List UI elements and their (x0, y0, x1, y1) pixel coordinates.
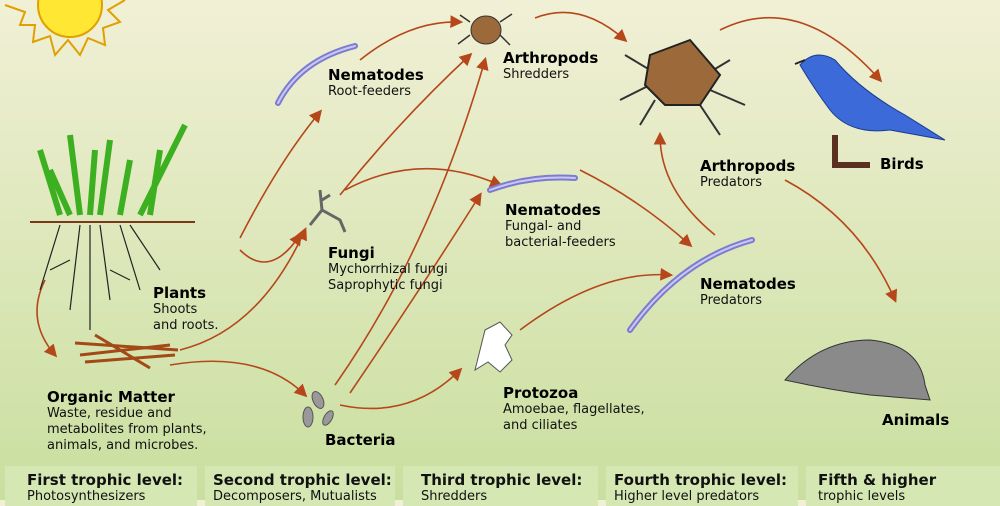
protozoa-icon (474, 321, 513, 373)
label-bacteria: Bacteria (325, 431, 396, 449)
trophic-levels-bar: First trophic level:Photosynthesizers Se… (0, 462, 1000, 506)
trophic-level-1: First trophic level:Photosynthesizers (5, 466, 197, 506)
arthropod-shredder-icon (457, 13, 513, 46)
energy-arrows (36, 11, 898, 410)
sun-icon (4, 0, 126, 58)
arthropod-predator-icon (619, 38, 746, 136)
trophic-level-4: Fourth trophic level:Higher level predat… (606, 466, 798, 506)
plants-illustration (30, 123, 195, 330)
organic-matter-illustration (74, 333, 179, 370)
label-birds: Birds (880, 155, 924, 173)
fungi-icon (308, 189, 347, 233)
trophic-level-3: Third trophic level:Shredders (403, 466, 598, 506)
trophic-level-2: Second trophic level:Decomposers, Mutual… (205, 466, 395, 506)
bird-icon (794, 54, 946, 168)
mole-animal-icon (784, 339, 931, 401)
bacteria-icon (302, 391, 334, 428)
label-animals: Animals (882, 411, 950, 429)
